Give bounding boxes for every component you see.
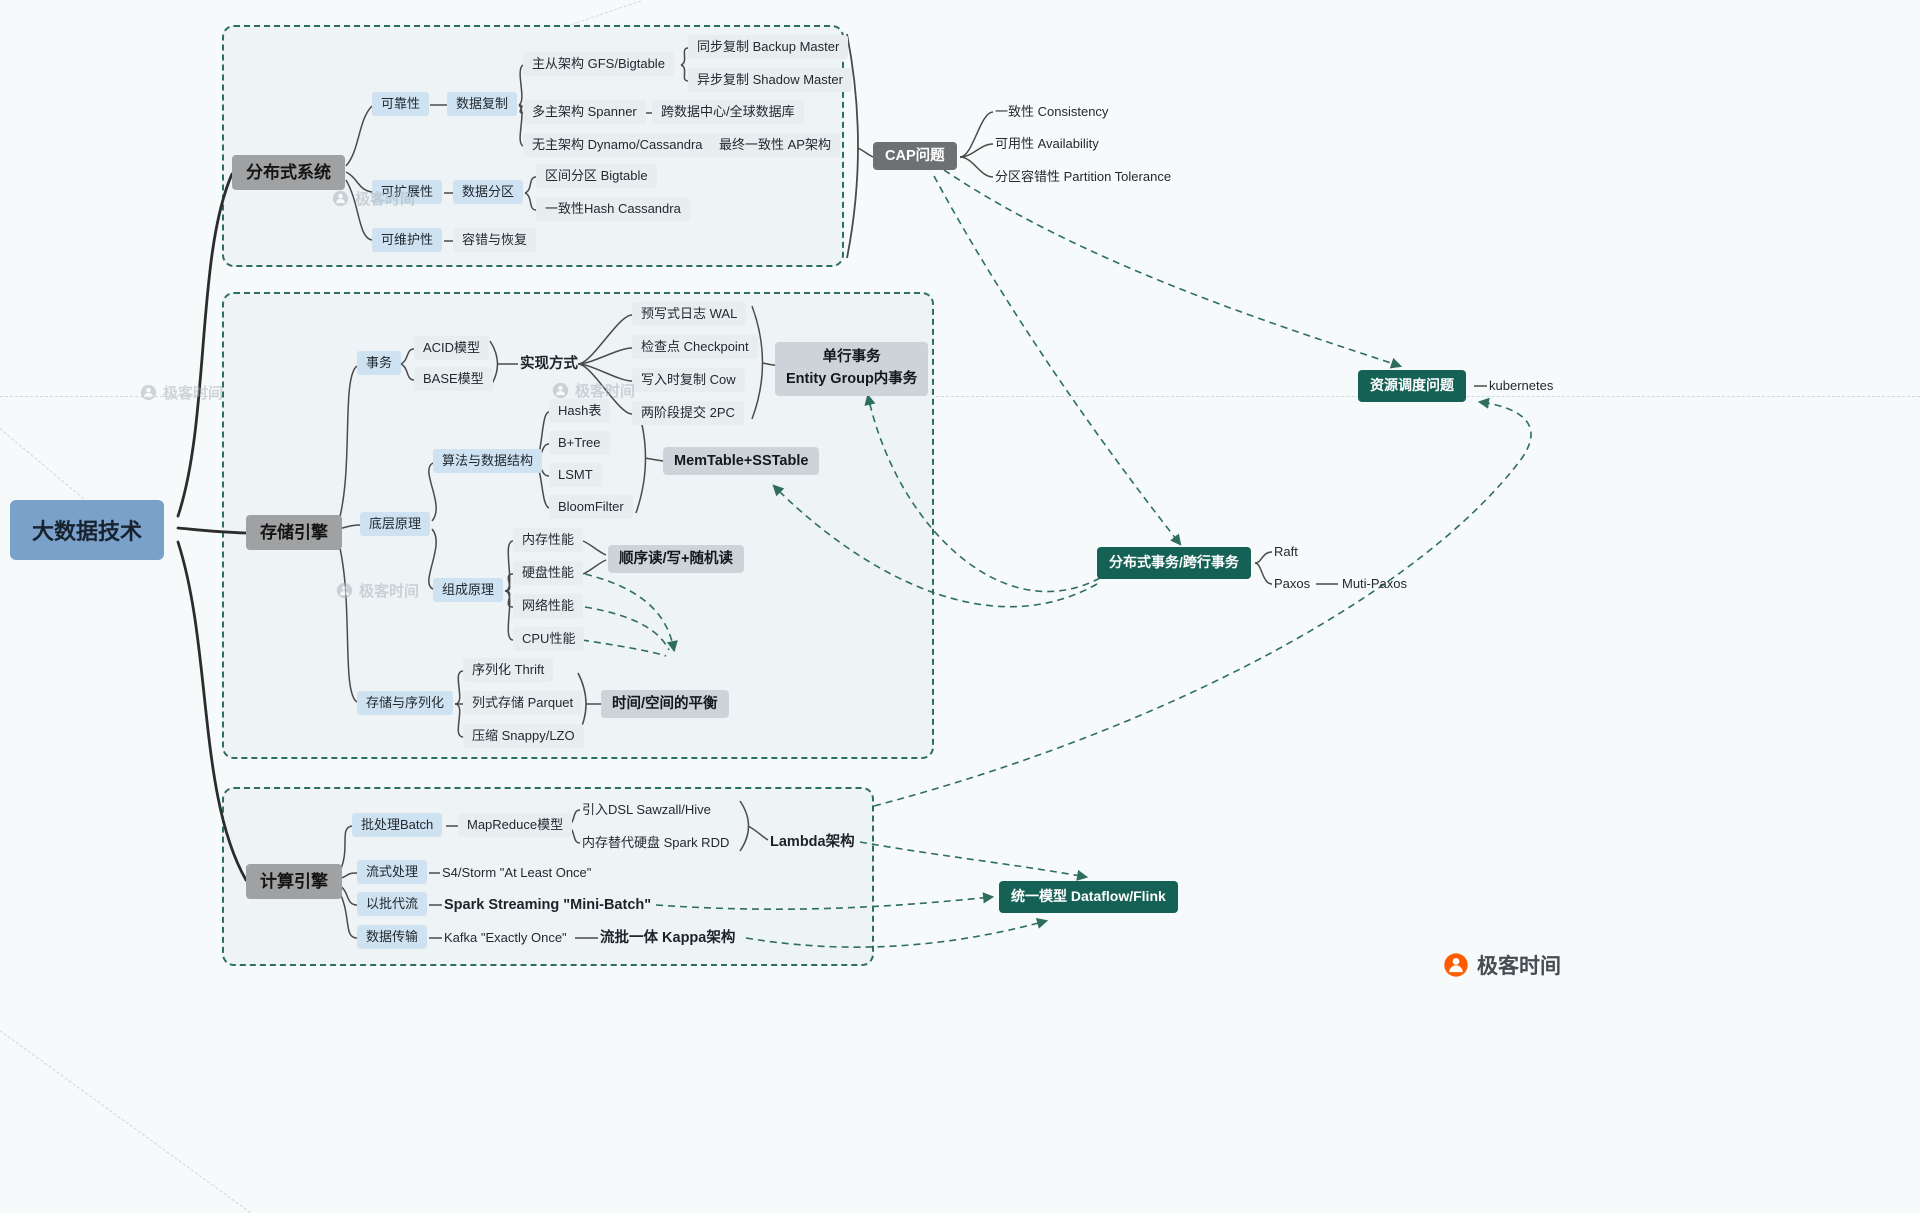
node-composition-principles[interactable]: 组成原理 (433, 578, 504, 603)
node-storage-engine[interactable]: 存储引擎 (246, 515, 342, 551)
node-copy-on-write[interactable]: 写入时复制 Cow (632, 368, 745, 393)
node-parquet[interactable]: 列式存储 Parquet (463, 691, 583, 716)
node-transaction[interactable]: 事务 (357, 351, 402, 376)
fold-line-diagonal-bottom (0, 1030, 251, 1213)
node-underlying-principles[interactable]: 底层原理 (360, 512, 431, 537)
watermark-label: 极客时间 (359, 583, 420, 600)
node-implementation[interactable]: 实现方式 (520, 356, 578, 372)
single-row-line2: Entity Group内事务 (786, 370, 918, 387)
node-bptree[interactable]: B+Tree (549, 431, 610, 456)
node-multi-master[interactable]: 多主架构 Spanner (523, 100, 646, 125)
node-spark-rdd[interactable]: 内存替代硬盘 Spark RDD (582, 835, 730, 850)
node-micro-batch[interactable]: 以批代流 (357, 892, 428, 917)
node-cpu-performance[interactable]: CPU性能 (513, 627, 585, 652)
node-kafka[interactable]: Kafka "Exactly Once" (444, 930, 567, 945)
node-root[interactable]: 大数据技术 (10, 500, 165, 560)
node-snappy-lzo[interactable]: 压缩 Snappy/LZO (463, 724, 584, 749)
node-raft[interactable]: Raft (1274, 544, 1298, 559)
node-batch-processing[interactable]: 批处理Batch (352, 813, 443, 838)
geektime-logo-icon (336, 582, 353, 599)
node-mapreduce-model[interactable]: MapReduce模型 (458, 813, 573, 838)
node-data-transfer[interactable]: 数据传输 (357, 925, 428, 950)
node-unified-model[interactable]: 统一模型 Dataflow/Flink (999, 881, 1178, 913)
node-distributed-transaction[interactable]: 分布式事务/跨行事务 (1097, 547, 1251, 579)
node-bloomfilter[interactable]: BloomFilter (549, 495, 633, 520)
node-storage-serialization[interactable]: 存储与序列化 (357, 691, 454, 716)
node-distributed-systems[interactable]: 分布式系统 (232, 155, 345, 191)
geektime-logo-icon (332, 190, 349, 207)
node-range-partition[interactable]: 区间分区 Bigtable (536, 164, 657, 189)
node-algorithms-data-structures[interactable]: 算法与数据结构 (433, 449, 543, 474)
watermark-label: 极客时间 (163, 385, 224, 402)
single-row-line1: 单行事务 (822, 349, 881, 365)
node-network-performance[interactable]: 网络性能 (513, 594, 584, 619)
node-spark-streaming[interactable]: Spark Streaming "Mini-Batch" (444, 897, 652, 913)
node-masterless[interactable]: 无主架构 Dynamo/Cassandra (523, 133, 712, 158)
node-stream-processing[interactable]: 流式处理 (357, 860, 428, 885)
node-base-model[interactable]: BASE模型 (414, 367, 493, 392)
node-multi-paxos[interactable]: Muti-Paxos (1342, 576, 1408, 591)
geektime-logo-icon (140, 384, 157, 401)
geektime-logo-icon (1444, 953, 1468, 977)
node-s4-storm[interactable]: S4/Storm "At Least Once" (442, 865, 592, 880)
geektime-logo-icon (552, 382, 569, 399)
brand-label: 极客时间 (1477, 955, 1561, 978)
node-lsmt[interactable]: LSMT (549, 463, 602, 488)
node-memory-performance[interactable]: 内存性能 (513, 528, 584, 553)
watermark-label: 极客时间 (355, 191, 416, 208)
node-sequential-random-read[interactable]: 顺序读/写+随机读 (608, 545, 744, 574)
node-fault-recovery[interactable]: 容错与恢复 (453, 228, 537, 253)
node-two-phase-commit[interactable]: 两阶段提交 2PC (632, 401, 744, 426)
node-wal[interactable]: 预写式日志 WAL (632, 302, 747, 327)
node-paxos[interactable]: Paxos (1274, 576, 1311, 591)
node-consistent-hash[interactable]: 一致性Hash Cassandra (536, 197, 690, 222)
node-checkpoint[interactable]: 检查点 Checkpoint (632, 335, 758, 360)
watermark-label: 极客时间 (575, 383, 636, 400)
node-kubernetes[interactable]: kubernetes (1489, 378, 1554, 393)
node-scalability[interactable]: 可扩展性 (372, 180, 443, 205)
node-single-row-transaction[interactable]: 单行事务 Entity Group内事务 (775, 342, 929, 396)
geektime-watermark: 极客时间 (332, 188, 415, 209)
node-acid-model[interactable]: ACID模型 (414, 336, 490, 361)
node-maintainability[interactable]: 可维护性 (372, 228, 443, 253)
node-sync-backup-master[interactable]: 同步复制 Backup Master (688, 35, 849, 60)
node-data-partition[interactable]: 数据分区 (453, 180, 524, 205)
geektime-watermark: 极客时间 (336, 580, 419, 601)
node-cross-datacenter[interactable]: 跨数据中心/全球数据库 (652, 100, 804, 125)
node-resource-scheduling[interactable]: 资源调度问题 (1358, 370, 1466, 402)
node-memtable-sstable[interactable]: MemTable+SSTable (663, 447, 820, 476)
node-cap-problem[interactable]: CAP问题 (873, 142, 957, 171)
node-lambda-architecture[interactable]: Lambda架构 (770, 834, 855, 850)
node-hash-table[interactable]: Hash表 (549, 399, 611, 424)
node-reliability[interactable]: 可靠性 (372, 92, 430, 117)
node-disk-performance[interactable]: 硬盘性能 (513, 561, 584, 586)
geektime-watermark: 极客时间 (140, 382, 223, 403)
node-data-replication[interactable]: 数据复制 (447, 92, 518, 117)
node-time-space-tradeoff[interactable]: 时间/空间的平衡 (601, 690, 729, 719)
node-kappa-architecture[interactable]: 流批一体 Kappa架构 (600, 930, 736, 946)
node-dsl-sawzall-hive[interactable]: 引入DSL Sawzall/Hive (582, 802, 711, 817)
node-consistency[interactable]: 一致性 Consistency (995, 104, 1109, 119)
node-compute-engine[interactable]: 计算引擎 (246, 864, 342, 900)
node-partition-tolerance[interactable]: 分区容错性 Partition Tolerance (995, 169, 1172, 184)
node-thrift[interactable]: 序列化 Thrift (463, 658, 554, 683)
geektime-brand: 极客时间 (1443, 950, 1561, 980)
node-async-shadow-master[interactable]: 异步复制 Shadow Master (688, 68, 852, 93)
node-master-slave[interactable]: 主从架构 GFS/Bigtable (523, 52, 674, 77)
geektime-watermark: 极客时间 (552, 380, 635, 401)
node-eventual-consistency-ap[interactable]: 最终一致性 AP架构 (710, 133, 840, 158)
node-availability[interactable]: 可用性 Availability (995, 136, 1099, 151)
